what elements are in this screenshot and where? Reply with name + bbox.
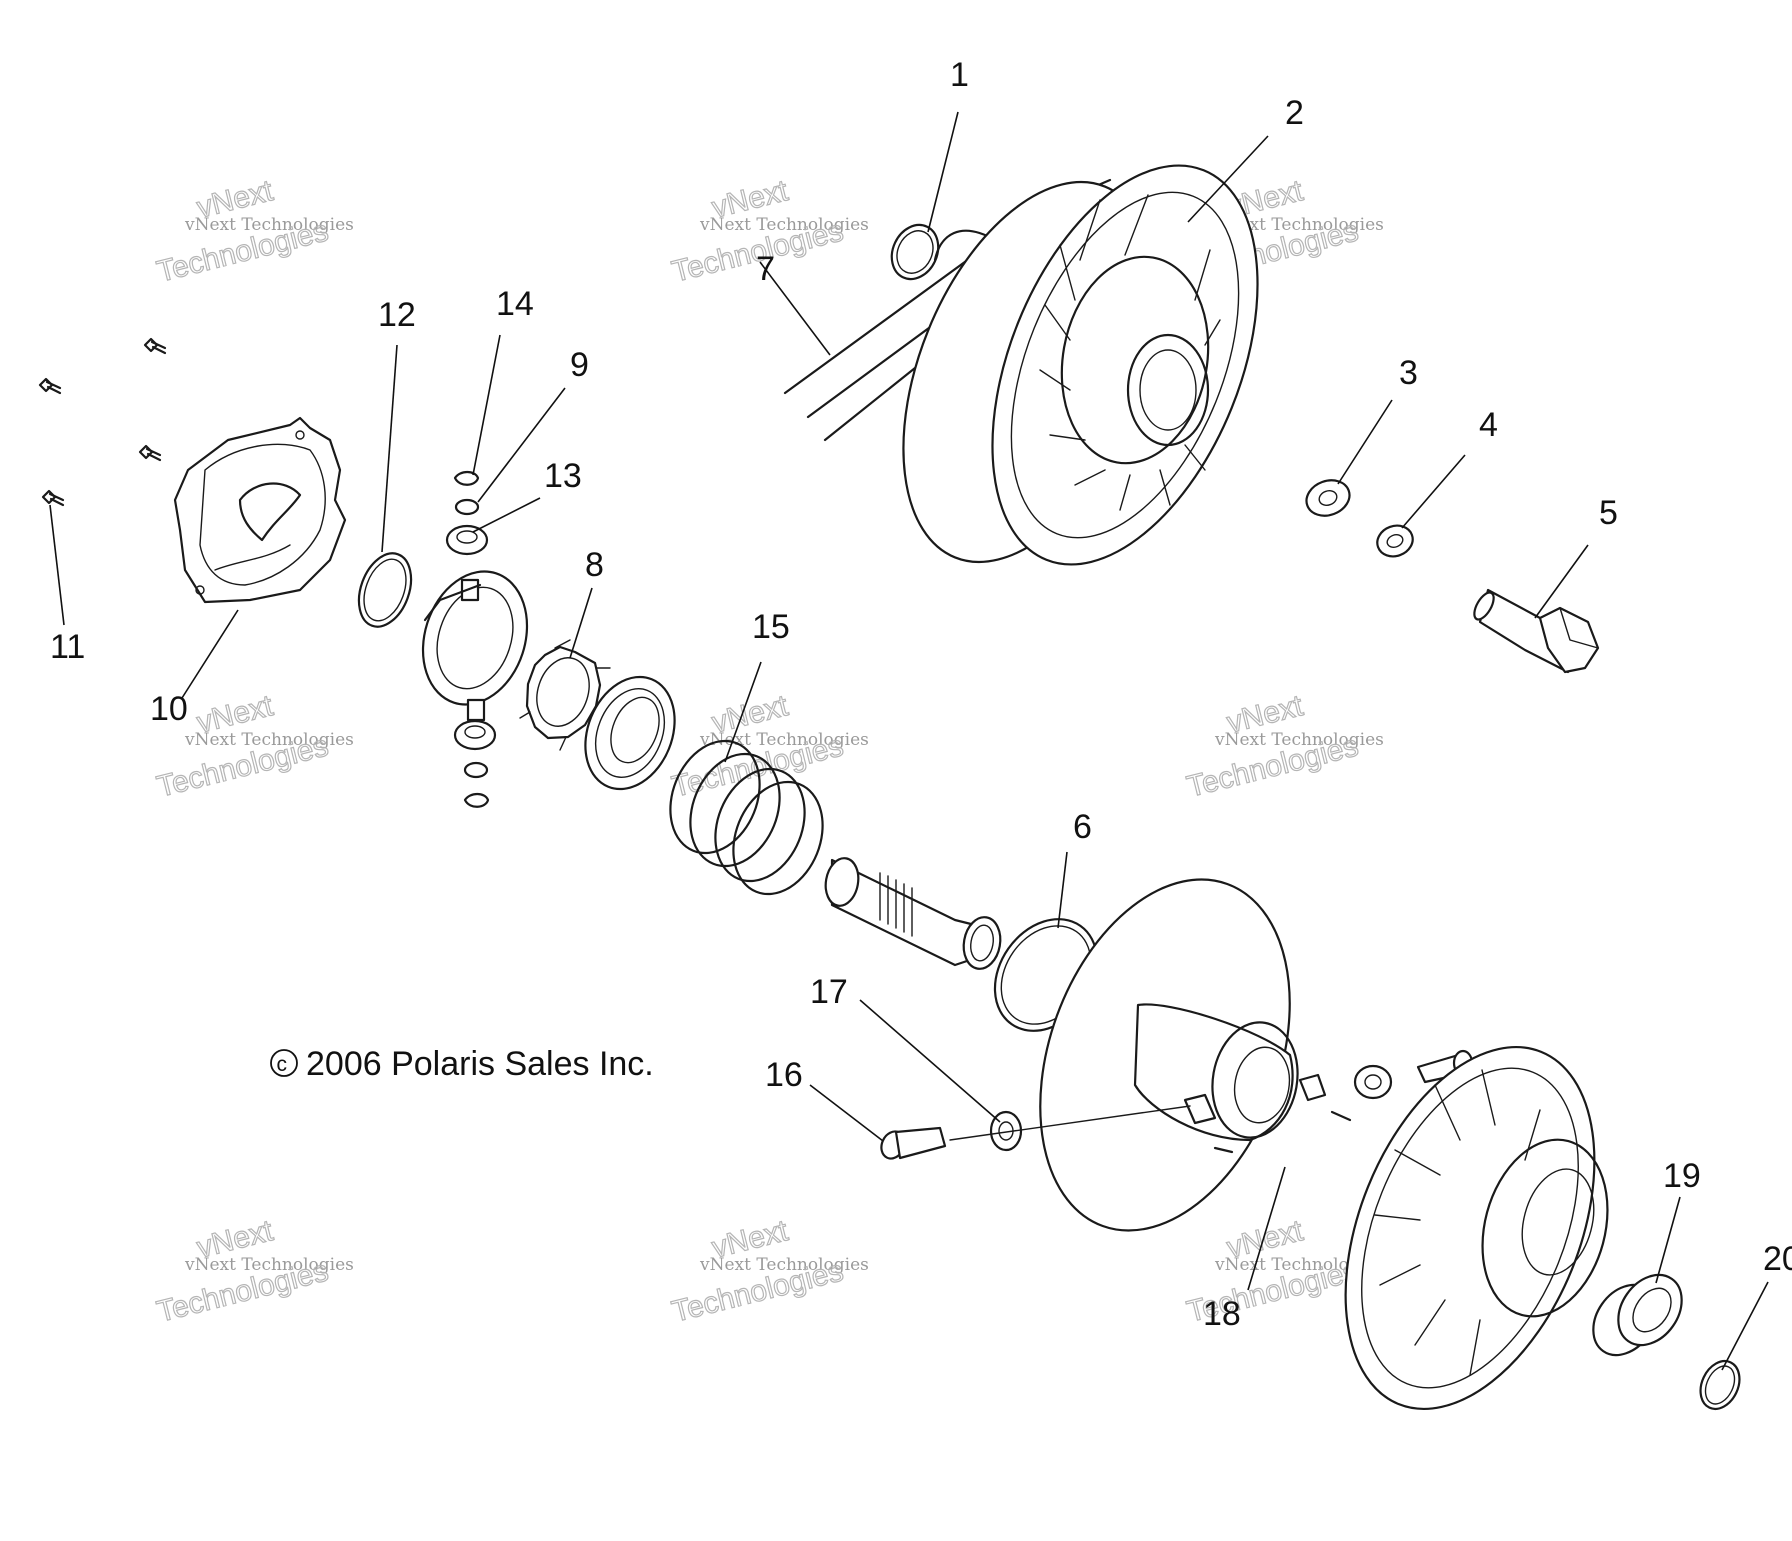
callout-17: 17 (810, 973, 848, 1011)
callout-8: 8 (585, 546, 604, 584)
callout-9: 9 (570, 346, 589, 384)
driven-sheave-fixed (1344, 1045, 1609, 1411)
leader-lines (49, 111, 1769, 1371)
part-9-washer-lower (463, 761, 489, 779)
part-14-clip-lower (463, 792, 490, 808)
spider-hub (421, 570, 529, 722)
watermark: vNext Technologies vNext Technologies (1183, 688, 1384, 804)
callout-1: 1 (950, 56, 969, 94)
callout-19: 19 (1663, 1157, 1701, 1195)
copyright-notice: c 2006 Polaris Sales Inc. (270, 1045, 654, 1083)
callout-numbers: 1 2 3 4 5 6 7 8 9 10 11 12 13 14 15 16 1… (50, 56, 1792, 1333)
part-14-clip-upper (453, 470, 480, 486)
part-8-star-washer (519, 639, 611, 751)
callout-18: 18 (1203, 1295, 1241, 1333)
part-1-ring (890, 223, 940, 281)
watermark: vNext Technologies vNext Technologies (668, 1213, 869, 1329)
svg-text:vNext Technologies: vNext Technologies (699, 215, 869, 235)
sheave-fins (1039, 194, 1221, 511)
part-19-bearing (1592, 1273, 1683, 1357)
svg-text:vNext Technologies: vNext Technologies (184, 1255, 354, 1275)
callout-10: 10 (150, 690, 188, 728)
callout-5: 5 (1599, 494, 1618, 532)
part-2-sheave (902, 164, 1259, 566)
copyright-icon (270, 1049, 298, 1077)
watermark: vNext Technologies vNext Technologies (153, 1213, 354, 1329)
copyright-text: 2006 Polaris Sales Inc. (306, 1045, 654, 1083)
part-1-ring-inner (896, 230, 934, 274)
callout-12: 12 (378, 296, 416, 334)
part-3-washer (1305, 479, 1351, 517)
svg-text:vNext Technologies: vNext Technologies (184, 730, 354, 750)
shaft-sleeve (824, 857, 1002, 970)
part-5-bolt (1473, 588, 1600, 674)
part-13-roller-upper (445, 524, 489, 556)
svg-text:vNext Technologies: vNext Technologies (184, 215, 354, 235)
watermark: vNext Technologies vNext Technologies (153, 173, 354, 289)
callout-3: 3 (1399, 354, 1418, 392)
callout-14: 14 (496, 285, 534, 323)
callout-16: 16 (765, 1056, 803, 1094)
part-4-washer (1376, 524, 1414, 558)
svg-text:vNext Technologies: vNext Technologies (699, 1255, 869, 1275)
part-16-pin (880, 1126, 947, 1160)
axis-line (949, 1105, 1191, 1141)
part-15-spring (669, 739, 824, 896)
svg-text:vNext Technologies: vNext Technologies (1214, 215, 1384, 235)
sheave-fins-lower (1374, 1069, 1541, 1376)
callout-20: 20 (1763, 1240, 1792, 1278)
svg-text:vNext Technologies: vNext Technologies (1214, 730, 1384, 750)
callout-7: 7 (756, 250, 775, 288)
driven-sheave-moveable (1039, 878, 1327, 1232)
part-20-snap-ring (1699, 1359, 1741, 1411)
part-9-washer-upper (454, 498, 480, 516)
part-13-roller-lower (453, 719, 497, 751)
bushing-washer (584, 675, 676, 791)
callout-4: 4 (1479, 406, 1498, 444)
part-18-roll-pins (1213, 1110, 1352, 1154)
callout-6: 6 (1073, 808, 1092, 846)
callout-13: 13 (544, 457, 582, 495)
callout-2: 2 (1285, 94, 1304, 132)
part-11-bolts (38, 337, 167, 507)
part-10-cover (173, 416, 347, 604)
callout-11: 11 (50, 628, 85, 666)
part-12-snap-ring (357, 552, 413, 628)
copyright-icon-glyph: c (277, 1053, 288, 1076)
callout-15: 15 (752, 608, 790, 646)
